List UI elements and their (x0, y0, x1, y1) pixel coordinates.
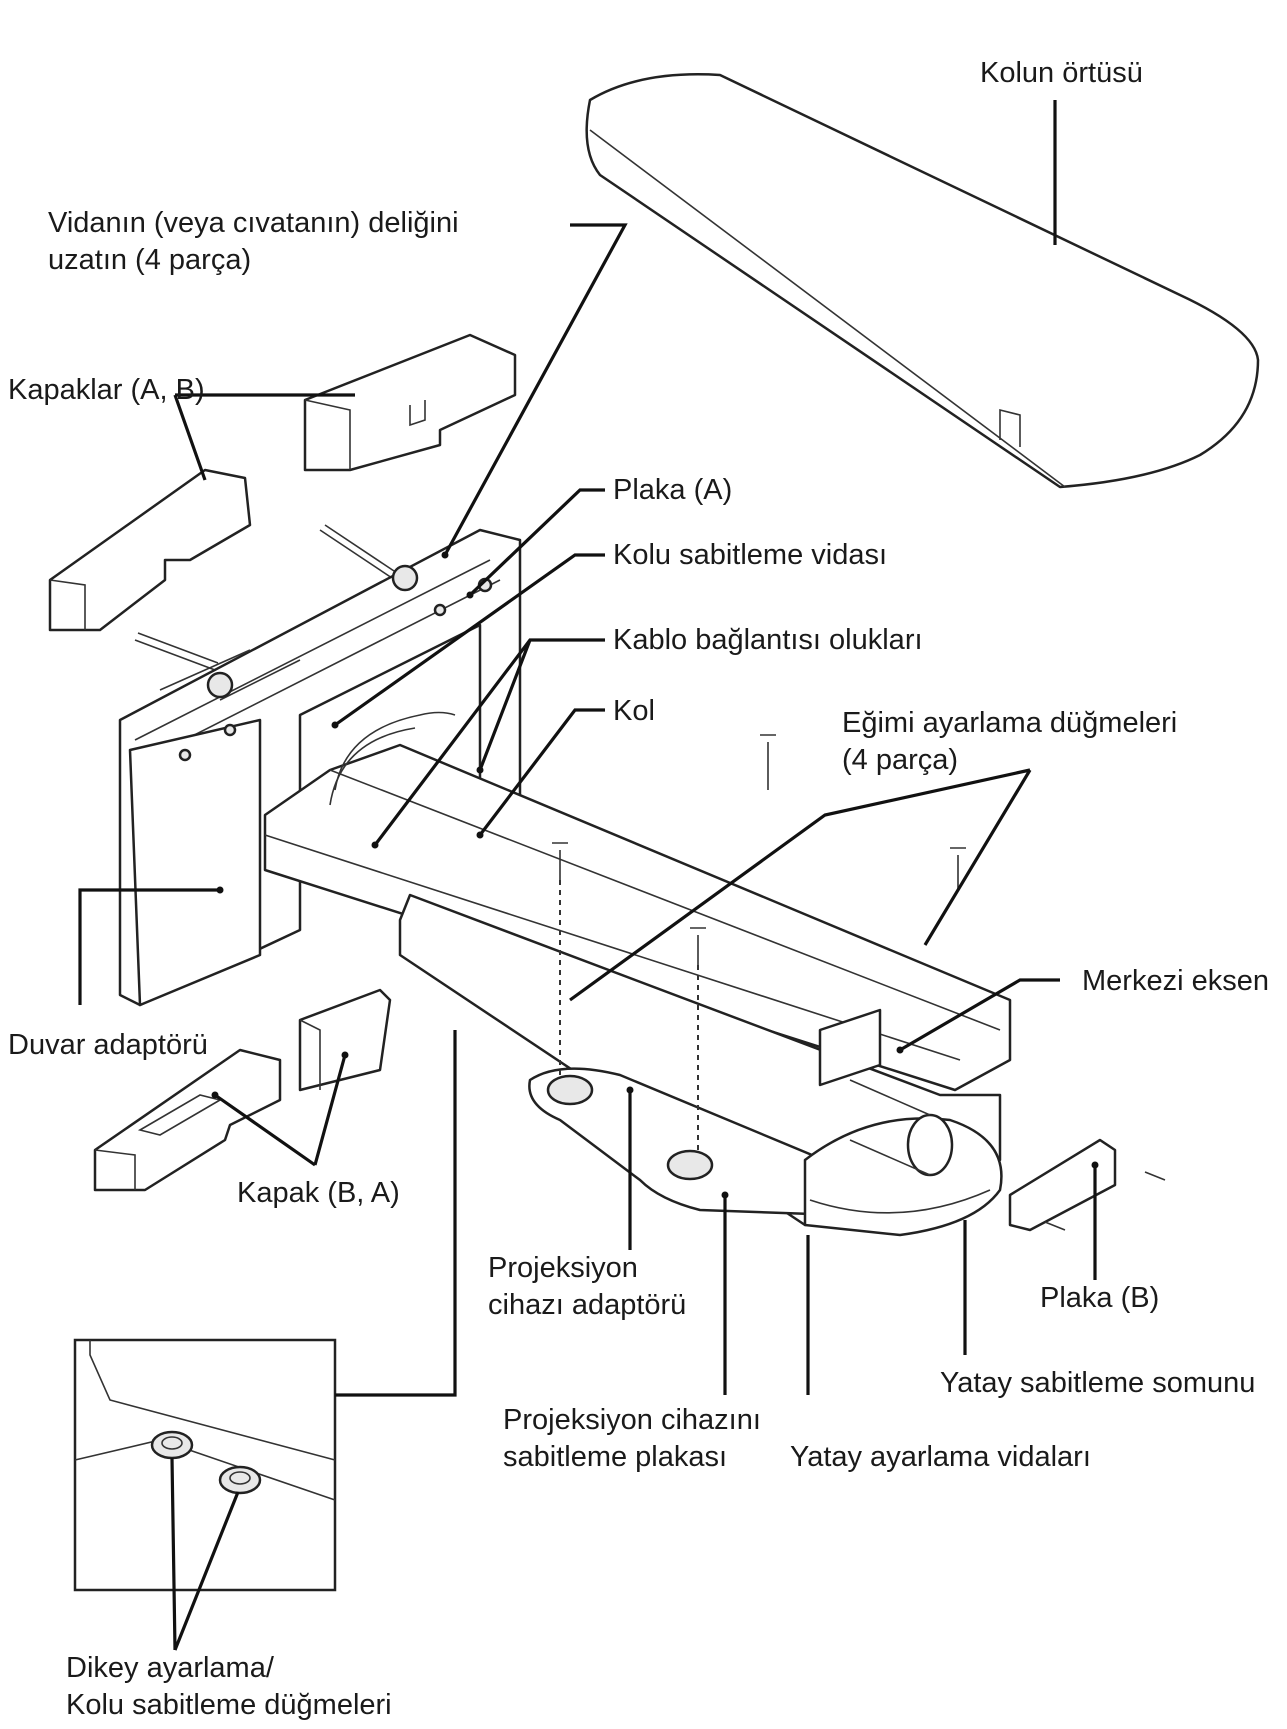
label-wall-adapter: Duvar adaptörü (8, 1029, 208, 1061)
label-extend-hole-line2: uzatın (4 parça) (48, 244, 252, 276)
label-horizontal-nut: Yatay sabitleme somunu (940, 1367, 1256, 1399)
label-vertical-knobs-line2: Kolu sabitleme düğmeleri (66, 1689, 392, 1721)
leader-plate-a (468, 488, 605, 597)
label-plate-b: Plaka (B) (1040, 1282, 1160, 1314)
label-arm: Kol (613, 695, 655, 727)
leader-tilt-knobs (569, 768, 1032, 1002)
leader-dots (211, 551, 1099, 1199)
leader-inset (335, 1030, 457, 1397)
plate-knobs (546, 1074, 714, 1181)
leader-arm-fix-screw (334, 553, 605, 727)
label-covers-ab: Kapaklar (A, B) (8, 374, 205, 406)
label-plate-a: Plaka (A) (613, 474, 733, 506)
arm-cover-part (585, 73, 1260, 489)
center-axis-part (818, 1008, 954, 1177)
cap-a-upper (303, 333, 517, 472)
label-projector-adapter-line1: Projeksiyon (488, 1252, 638, 1284)
label-tilt-knobs-line1: Eğimi ayarlama düğmeleri (842, 707, 1178, 739)
label-cover-ba: Kapak (B, A) (237, 1177, 400, 1209)
label-vertical-knobs-line1: Dikey ayarlama/ (66, 1652, 274, 1684)
leader-vertical-knobs (170, 1457, 240, 1651)
long-screws (134, 524, 401, 671)
label-extend-hole-line1: Vidanın (veya cıvatanın) deliğini (48, 207, 459, 239)
leader-cover-ba (214, 1054, 347, 1167)
cap-a-lower (93, 1048, 282, 1192)
label-center-axis: Merkezi eksen (1082, 965, 1269, 997)
arm-part (263, 711, 1012, 1092)
label-projector-plate-line2: sabitleme plakası (503, 1441, 728, 1473)
leader-lines (78, 100, 1097, 1651)
label-projector-adapter-line2: cihazı adaptörü (488, 1289, 687, 1321)
leader-extend-hole (443, 223, 628, 556)
label-projector-plate-line1: Projeksiyon cihazını (503, 1404, 761, 1436)
label-horizontal-screws: Yatay ayarlama vidaları (790, 1441, 1091, 1473)
label-tilt-knobs-line2: (4 parça) (842, 744, 959, 776)
leader-wall-adapter (78, 888, 220, 1005)
cap-b-upper (48, 468, 252, 632)
leader-cable-slots (373, 638, 605, 846)
label-arm-fix-screw: Kolu sabitleme vidası (613, 539, 888, 571)
inset-detail (73, 1338, 337, 1592)
cap-b-lower (298, 988, 392, 1092)
leader-arm (478, 708, 605, 836)
label-arm-cover: Kolun örtüsü (980, 57, 1143, 89)
leader-covers-ab (173, 393, 355, 481)
wall-adapter-part (118, 528, 522, 1007)
small-screws (552, 734, 1166, 1231)
plate-b-part (1008, 1138, 1117, 1232)
label-cable-slots: Kablo bağlantısı olukları (613, 624, 923, 656)
leader-center-axis (899, 978, 1060, 1052)
